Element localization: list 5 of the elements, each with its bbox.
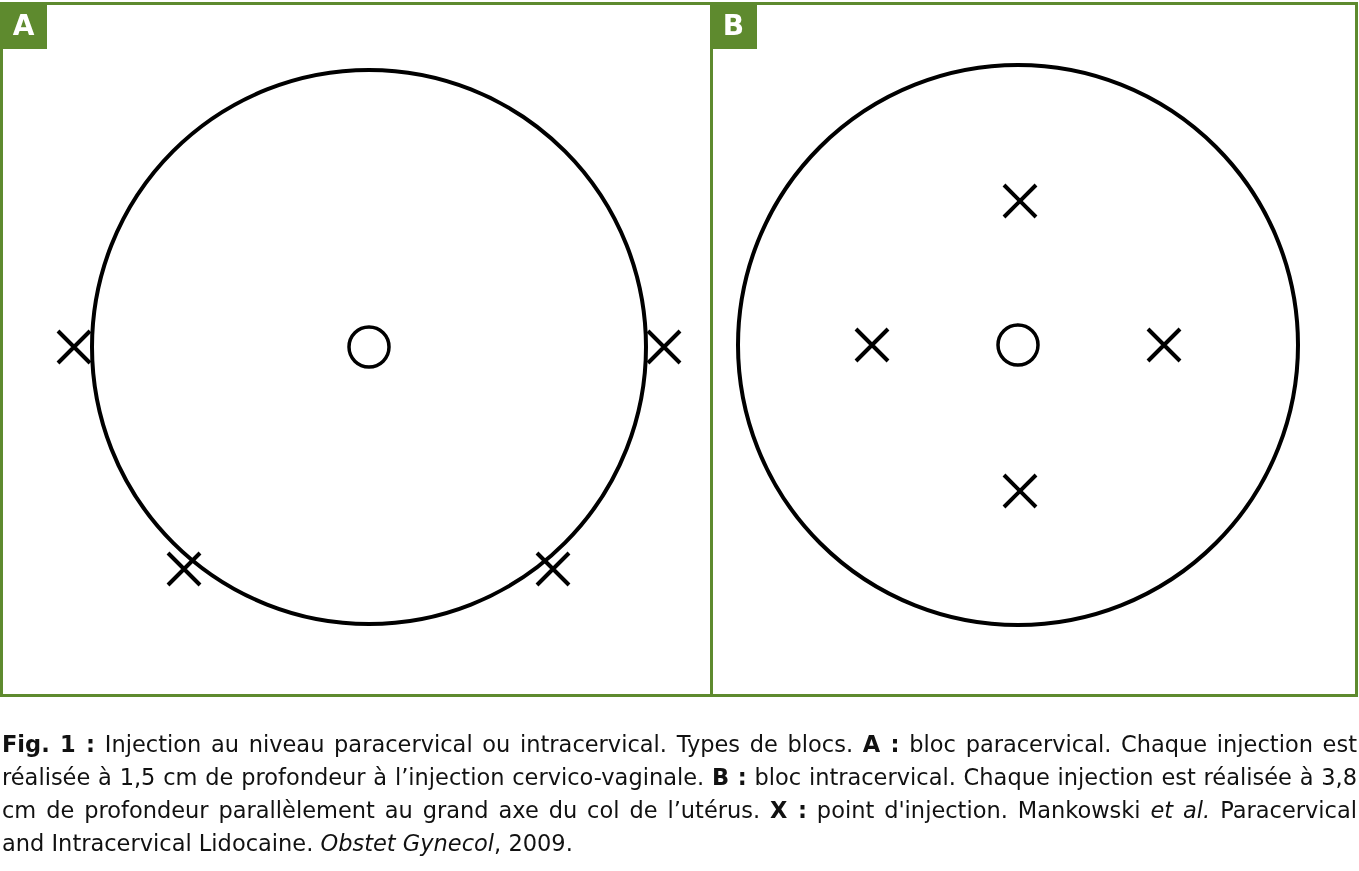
figure-caption: Fig. 1 : Injection au niveau paracervical ou intracervical. Types de blocs. A : bloc paracervical. Chaque injection est réalisée à 1,5 cm de profondeur à l’injection cervico-vaginale. B : bloc intracervical. Chaque injection est réalisée à 3,8 cm de profondeur parallèlement au grand axe du col de l’utérus. X : point d'injection. Mankowski et al. Paracervical and Intracervical Lidocaine. Obstet Gynecol, 2009. [2,730,1357,858]
figure-panel [0,2,713,697]
panel-letter: B [710,2,757,49]
panel-letter: A [0,2,47,49]
figure-panel [710,2,1358,697]
